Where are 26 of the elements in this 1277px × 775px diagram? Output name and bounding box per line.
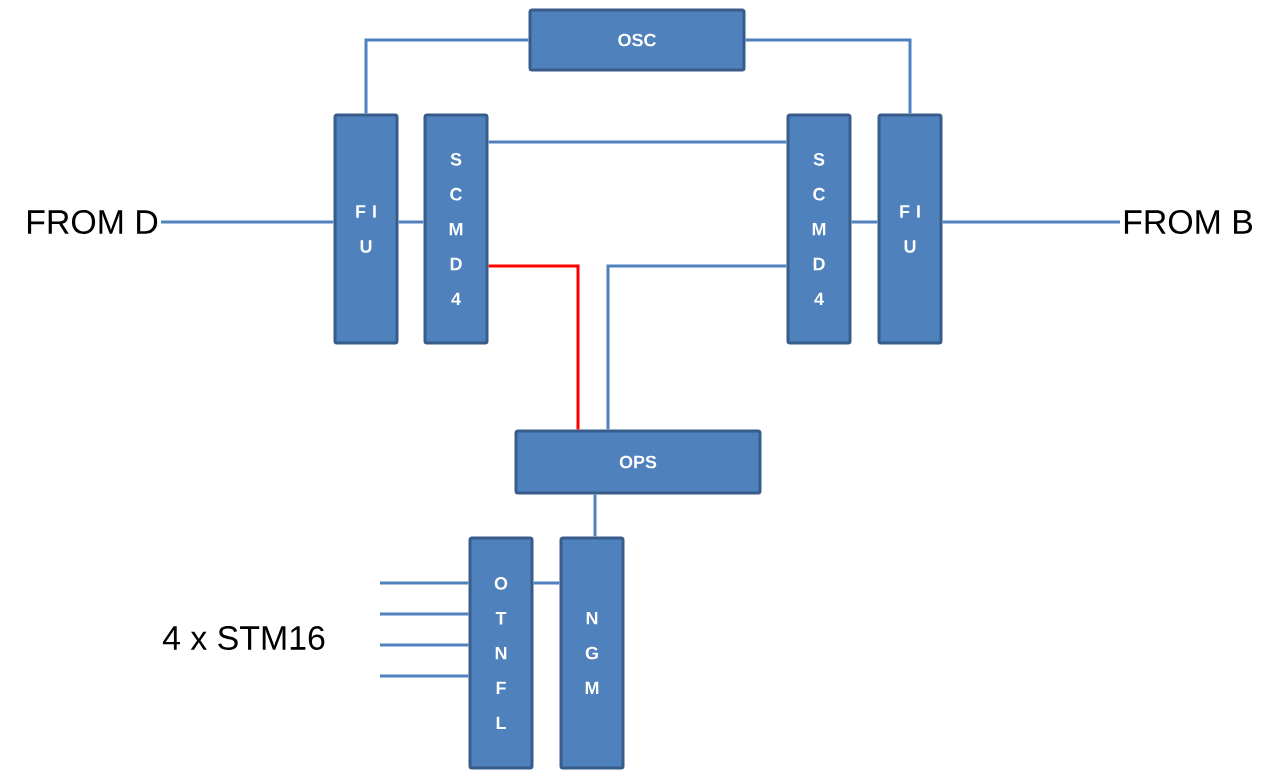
module-box: F I U	[333, 113, 399, 345]
text-label: FROM D	[28, 210, 158, 234]
connector-line	[380, 643, 469, 647]
module-box: O T N F L	[468, 536, 534, 770]
module-box: F I U	[877, 113, 943, 345]
module-box: OSC	[528, 8, 746, 72]
connector-line	[398, 220, 424, 224]
module-box: N G M	[559, 536, 625, 770]
connector-line	[488, 140, 787, 144]
connector-line	[533, 581, 560, 585]
connector-line	[364, 38, 529, 114]
connector-line	[745, 38, 912, 114]
text-label: 4 x STM16	[162, 626, 325, 650]
module-box: S C M D 4	[786, 113, 852, 345]
connector-line	[488, 264, 580, 430]
connector-line	[942, 220, 1120, 224]
module-box: OPS	[514, 429, 762, 495]
connector-line	[851, 220, 878, 224]
connector-line	[161, 220, 334, 224]
module-box: S C M D 4	[423, 113, 489, 345]
connector-line	[380, 674, 469, 678]
connector-line	[380, 612, 469, 616]
connector-line	[606, 264, 787, 430]
connector-line	[593, 494, 597, 537]
text-label: FROM B	[1124, 210, 1253, 234]
connector-line	[380, 581, 469, 585]
